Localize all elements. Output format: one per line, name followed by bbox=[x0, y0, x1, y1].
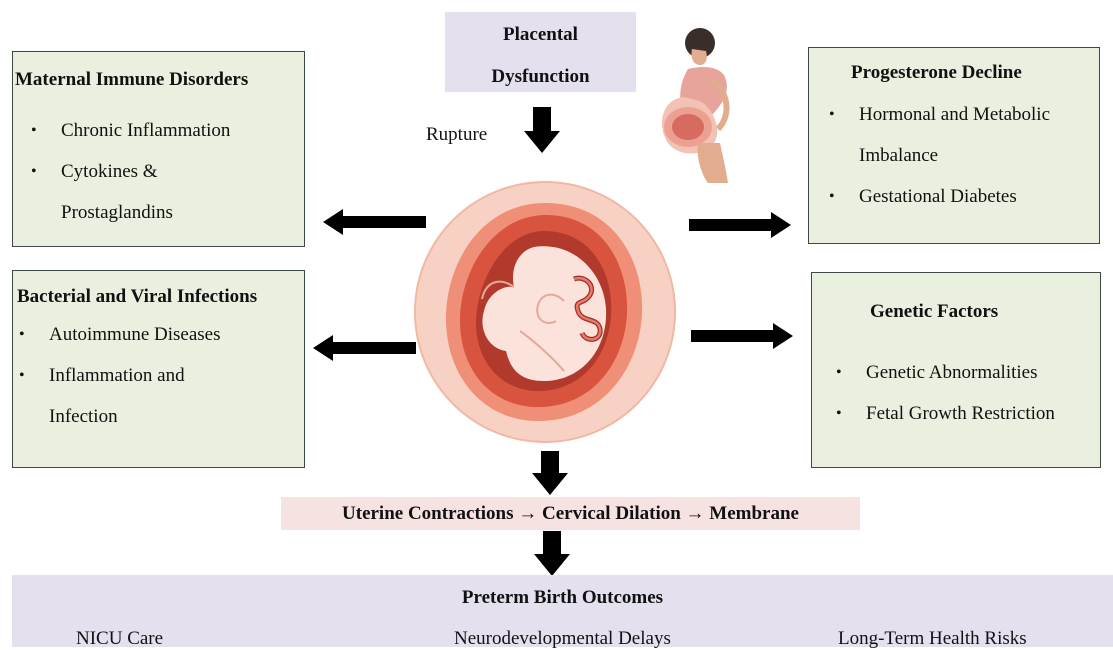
bacterial-viral-box: Bacterial and Viral Infections Autoimmun… bbox=[12, 270, 305, 468]
genetic-factors-title: Genetic Factors bbox=[870, 301, 998, 323]
fetus-in-womb-illustration bbox=[414, 181, 676, 443]
list-item: Genetic Abnormalities bbox=[832, 352, 1055, 393]
list-item-continuation: Infection bbox=[15, 396, 221, 437]
list-item: Chronic Inflammation bbox=[27, 110, 230, 151]
placental-dysfunction-box: Placental Dysfunction bbox=[445, 12, 636, 92]
outcomes-title: Preterm Birth Outcomes bbox=[12, 587, 1113, 609]
process-sequence-bar: Uterine Contractions → Cervical Dilation… bbox=[281, 497, 860, 530]
progesterone-list: Hormonal and Metabolic Imbalance Gestati… bbox=[825, 94, 1050, 217]
placental-title-line2: Dysfunction bbox=[445, 66, 636, 88]
bacterial-viral-title: Bacterial and Viral Infections bbox=[17, 286, 257, 308]
progesterone-title: Progesterone Decline bbox=[851, 62, 1022, 84]
genetic-factors-box: Genetic Factors Genetic Abnormalities Fe… bbox=[811, 272, 1101, 468]
list-item: Hormonal and Metabolic bbox=[825, 94, 1050, 135]
preterm-outcomes-box: Preterm Birth Outcomes NICU Care Neurode… bbox=[12, 575, 1113, 647]
list-item-continuation: Imbalance bbox=[825, 135, 1050, 176]
rupture-label: Rupture bbox=[426, 124, 487, 146]
list-item: Gestational Diabetes bbox=[825, 176, 1050, 217]
list-item: Autoimmune Diseases bbox=[15, 314, 221, 355]
list-item: Fetal Growth Restriction bbox=[832, 393, 1055, 434]
maternal-immune-title: Maternal Immune Disorders bbox=[15, 69, 248, 91]
arrow-down-outcomes bbox=[534, 531, 570, 576]
arrow-left-lower bbox=[313, 335, 416, 361]
bacterial-viral-list: Autoimmune Diseases Inflammation and Inf… bbox=[15, 314, 221, 437]
arrow-right-upper bbox=[689, 212, 791, 238]
arrow-right-lower bbox=[691, 323, 793, 349]
maternal-immune-list: Chronic Inflammation Cytokines & Prostag… bbox=[27, 110, 230, 233]
genetic-factors-list: Genetic Abnormalities Fetal Growth Restr… bbox=[832, 352, 1055, 434]
list-item: Inflammation and bbox=[15, 355, 221, 396]
list-item-continuation: Prostaglandins bbox=[27, 192, 230, 233]
placental-title-line1: Placental bbox=[445, 24, 636, 46]
maternal-immune-box: Maternal Immune Disorders Chronic Inflam… bbox=[12, 51, 305, 247]
arrow-down-placental bbox=[524, 107, 560, 153]
pregnant-woman-illustration bbox=[648, 25, 753, 185]
arrow-down-center bbox=[532, 451, 568, 495]
list-item: Cytokines & bbox=[27, 151, 230, 192]
progesterone-box: Progesterone Decline Hormonal and Metabo… bbox=[808, 47, 1100, 244]
arrow-left-upper bbox=[323, 209, 426, 235]
